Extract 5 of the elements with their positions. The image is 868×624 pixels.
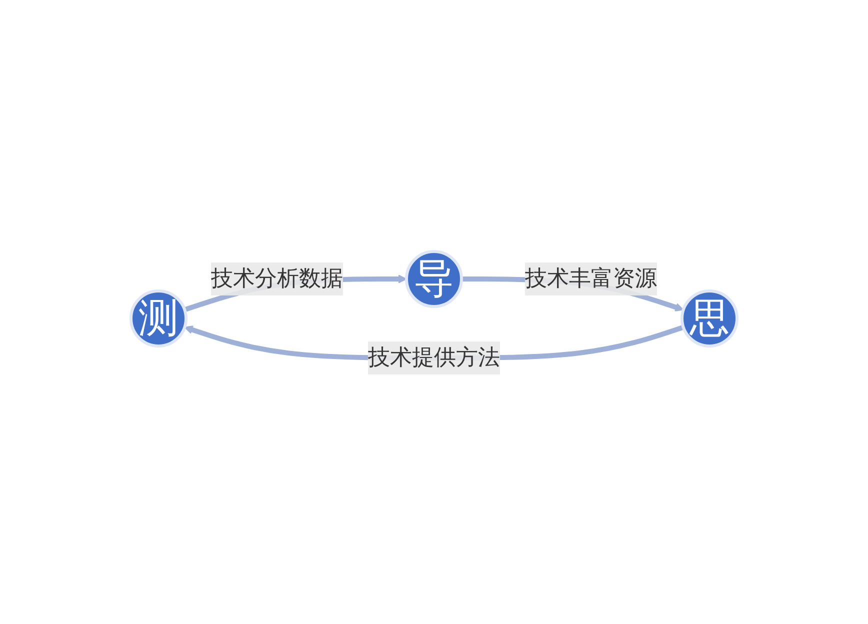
edge-label: 技术分析数据 [211, 266, 343, 292]
edge-label: 技术丰富资源 [525, 266, 657, 292]
edge-label: 技术提供方法 [368, 346, 500, 371]
node-circle: 测 [130, 290, 188, 348]
node-circle: 导 [405, 250, 463, 308]
